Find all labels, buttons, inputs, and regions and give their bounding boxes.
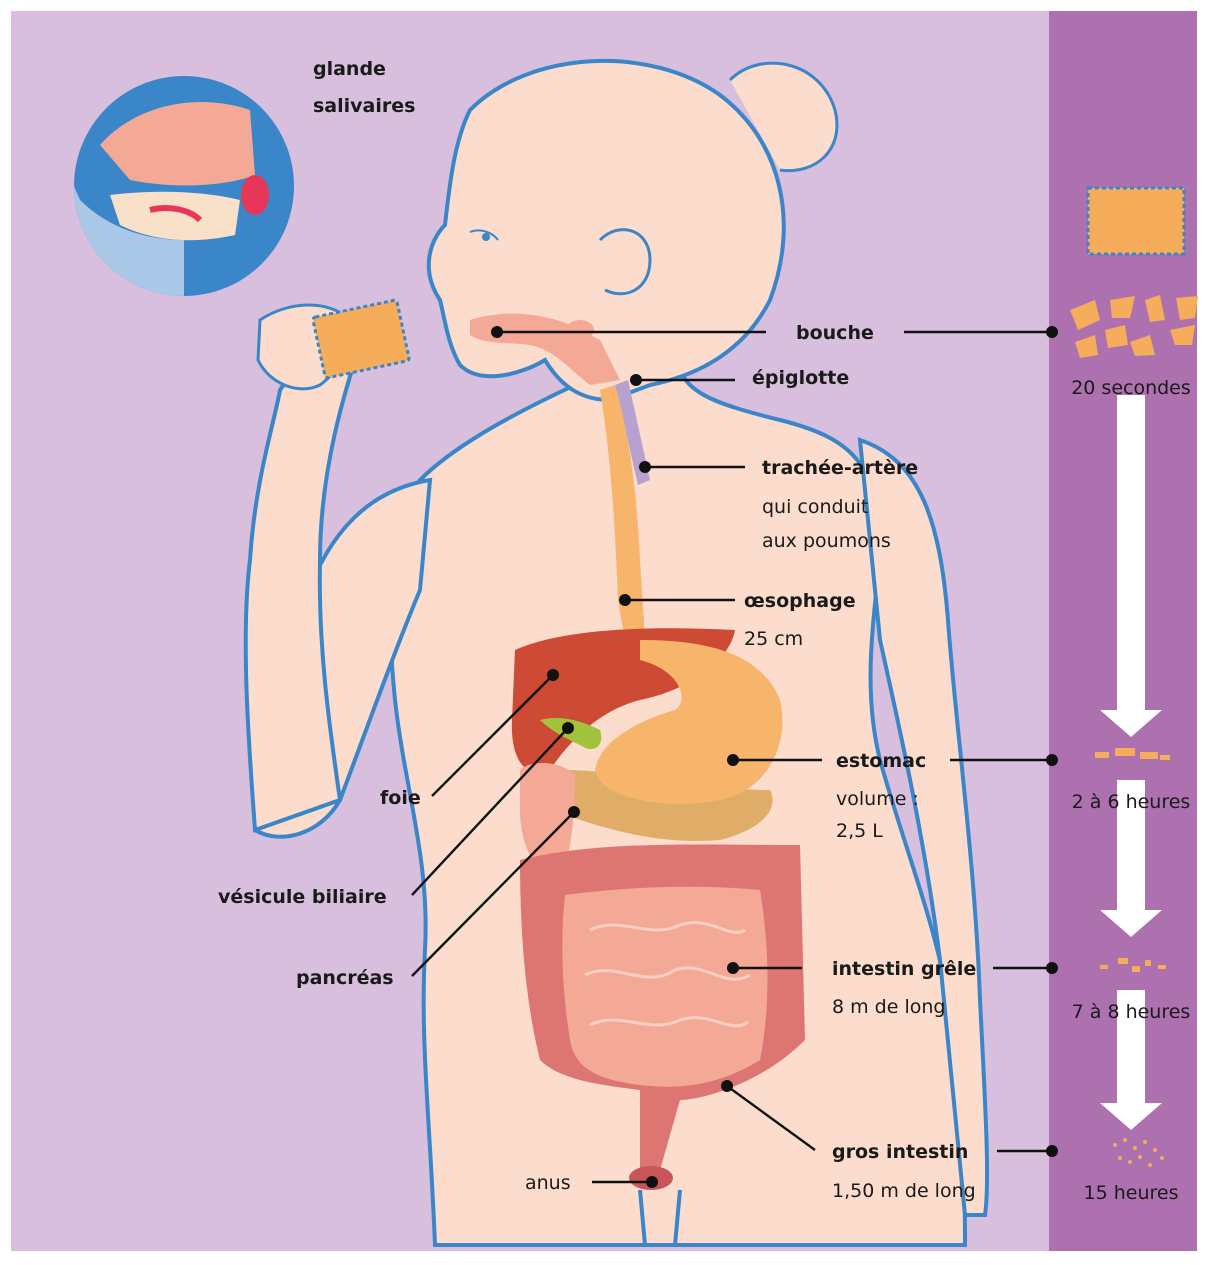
duration-stomach: 2 à 6 heures (1072, 791, 1191, 813)
duration-mouth: 20 secondes (1071, 377, 1191, 399)
salivary-gland-inset (74, 76, 294, 296)
label-intestin-grele-sub: 8 m de long (832, 996, 945, 1018)
epiglottis (566, 320, 594, 340)
label-salivaires: salivaires (313, 95, 415, 117)
label-trachee: trachée-artère (762, 457, 918, 479)
label-estomac-sub2: 2,5 L (836, 820, 883, 842)
label-bouche: bouche (796, 322, 874, 344)
label-trachee-sub1: qui conduit (762, 496, 868, 518)
label-estomac-sub1: volume : (836, 788, 919, 810)
label-estomac: estomac (836, 750, 926, 772)
label-glande: glande (313, 58, 386, 80)
duration-large-intestine: 15 heures (1084, 1182, 1179, 1204)
small-intestine (562, 887, 767, 1087)
whole-biscuit (1088, 188, 1184, 254)
label-trachee-sub2: aux poumons (762, 530, 891, 552)
label-vesicule: vésicule biliaire (218, 886, 387, 908)
label-epiglotte: épiglotte (752, 367, 849, 389)
duration-small-intestine: 7 à 8 heures (1072, 1001, 1191, 1023)
label-anus: anus (525, 1172, 571, 1194)
label-oesophage-sub: 25 cm (744, 628, 803, 650)
label-pancreas: pancréas (296, 967, 394, 989)
label-intestin-grele: intestin grêle (832, 958, 976, 980)
label-foie: foie (380, 787, 421, 809)
label-oesophage: œsophage (744, 590, 856, 612)
label-gros-intestin-sub: 1,50 m de long (832, 1180, 976, 1202)
label-gros-intestin: gros intestin (832, 1141, 968, 1163)
